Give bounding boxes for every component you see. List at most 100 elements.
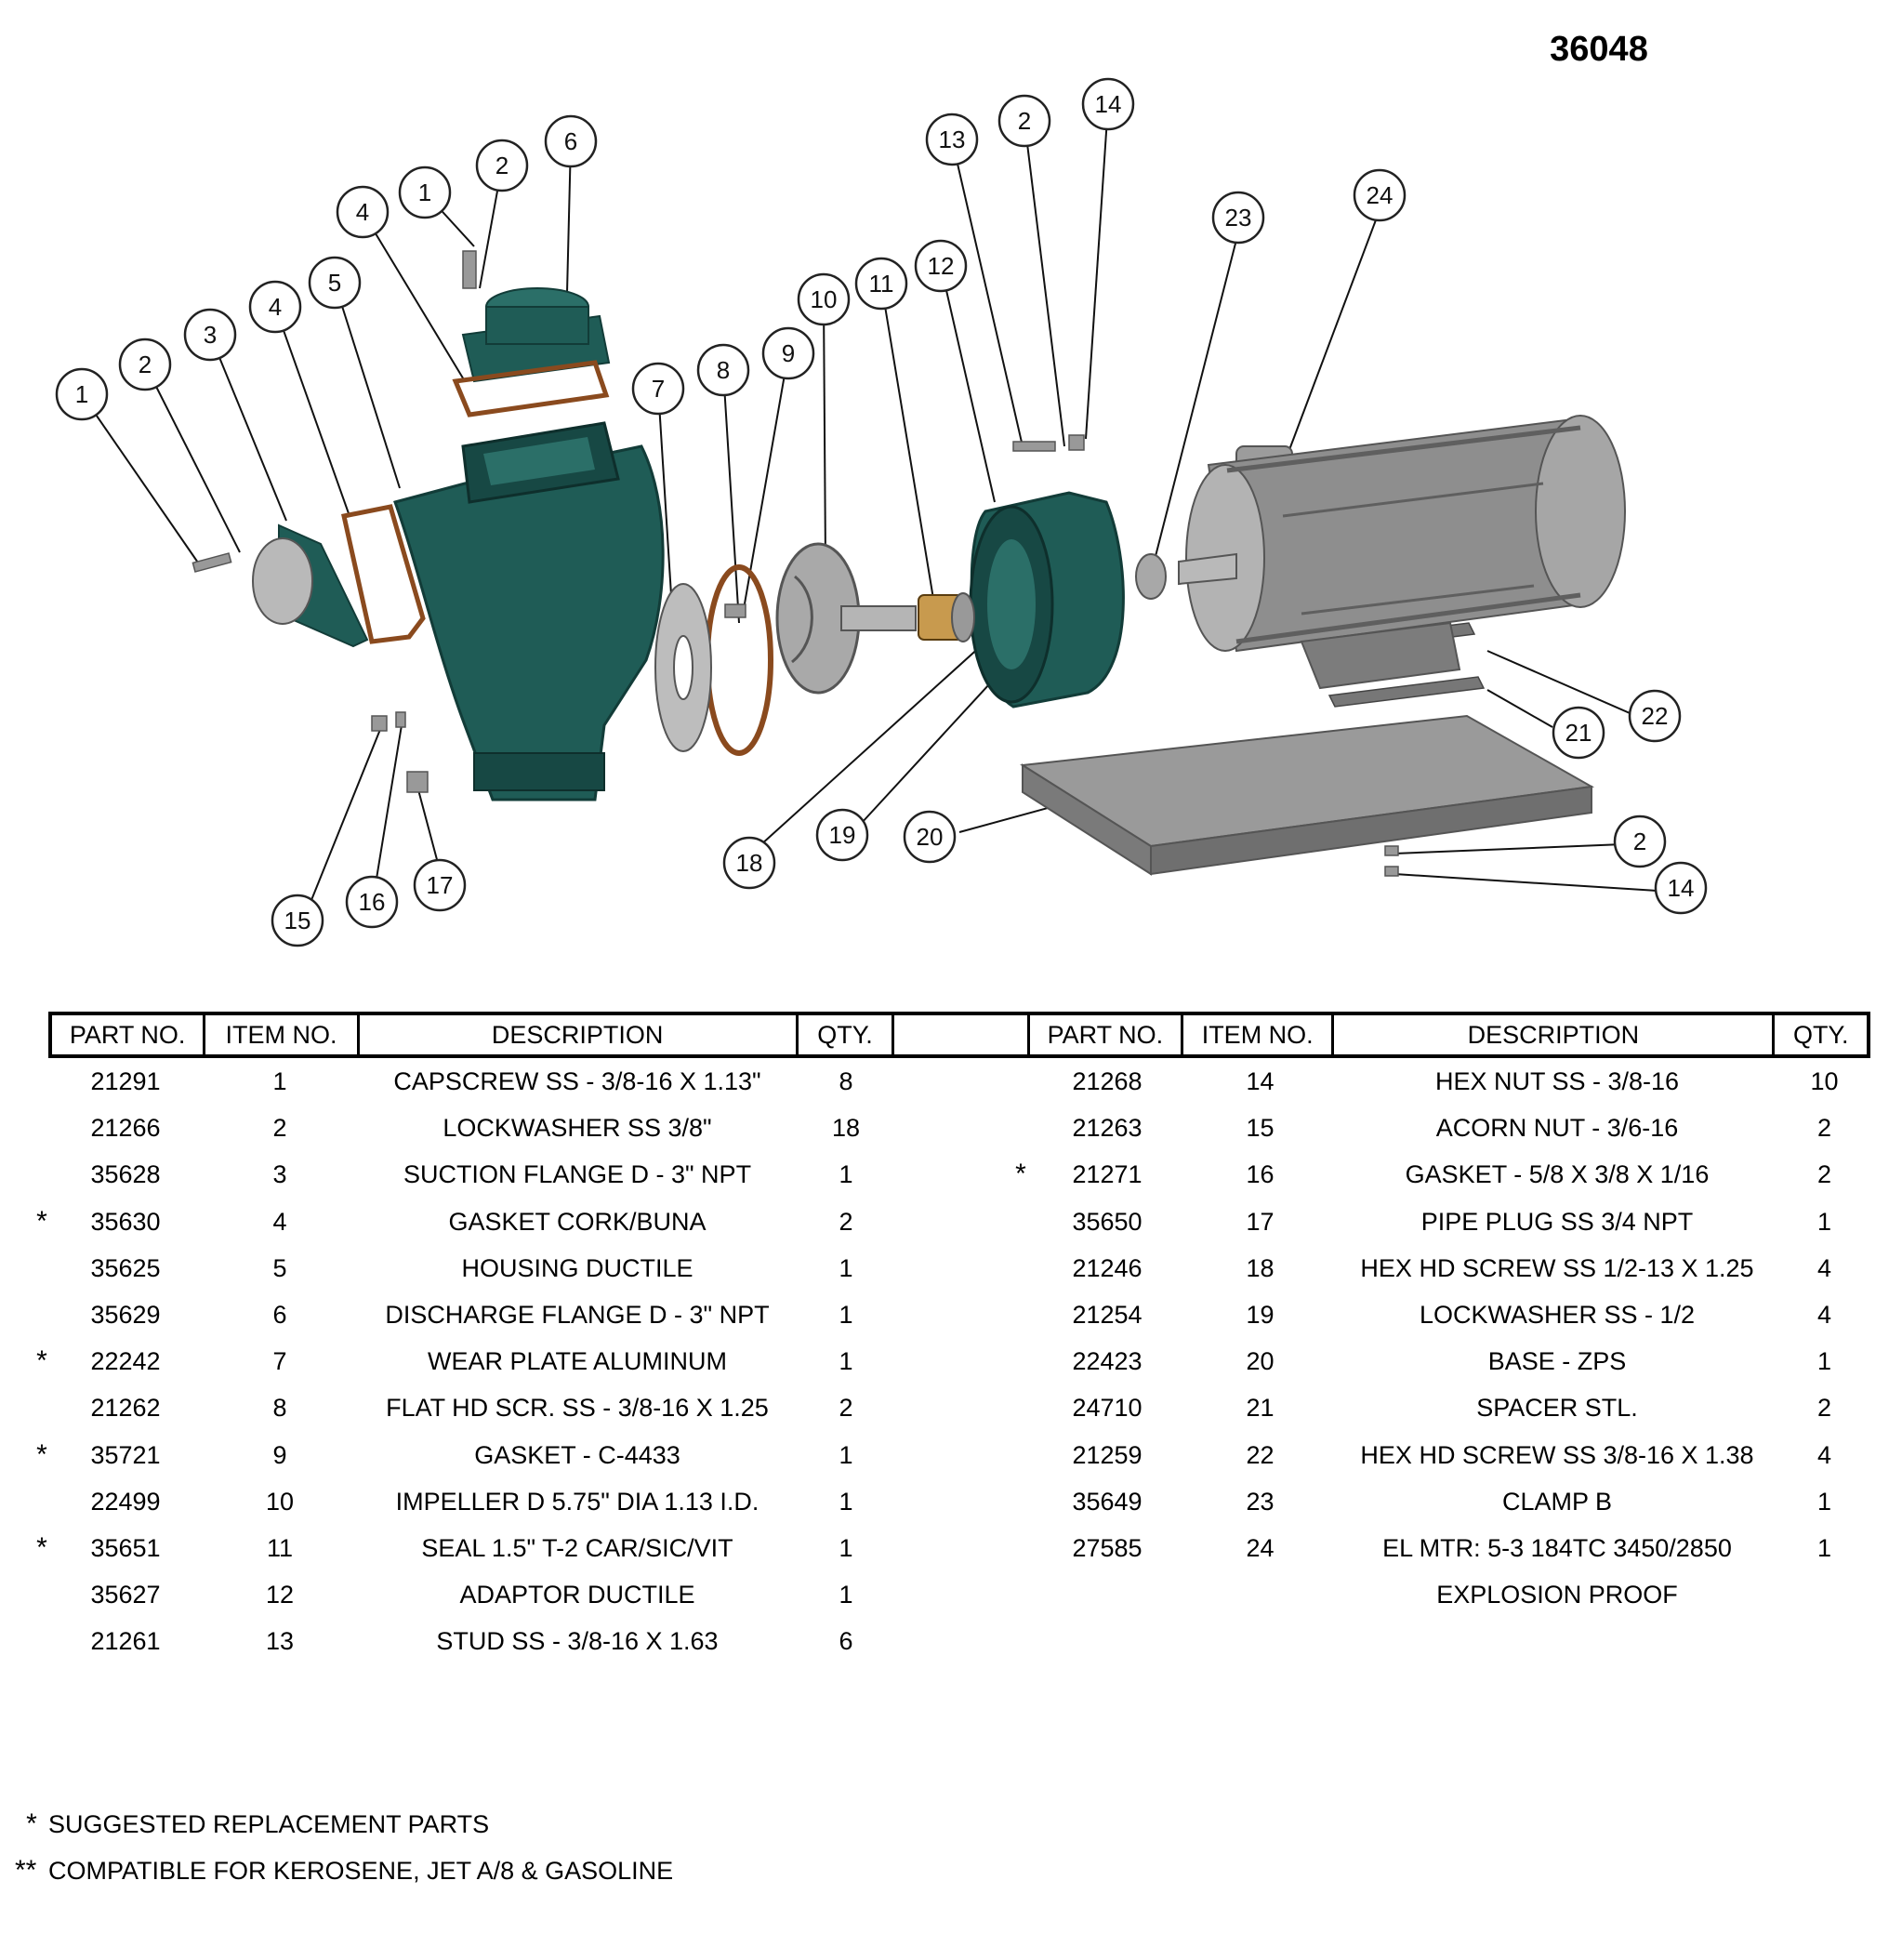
header-item-no-2: ITEM NO. [1183,1015,1335,1054]
left-cell-qty: 1 [839,1160,853,1189]
right-cell-part: 24710 [1072,1394,1143,1423]
hex-nut [1384,845,1399,856]
balloon-label: 3 [204,321,217,349]
balloon-label: 4 [356,198,369,226]
leader-line [1486,689,1553,728]
left-cell-part: 22242 [90,1347,161,1376]
left-cell-part: 35629 [90,1301,161,1329]
left-cell-item: 2 [272,1114,287,1143]
right-cell-mark: * [1015,1159,1026,1190]
balloon-label: 12 [928,252,955,280]
balloon-label: 2 [139,351,152,378]
balloon-label: 1 [418,179,431,206]
left-cell-part: 35721 [90,1440,161,1469]
balloon-label: 6 [564,127,577,155]
right-cell-qty: 2 [1816,1160,1832,1189]
left-cell-qty: 1 [839,1301,853,1329]
right-cell-item: 24 [1246,1534,1275,1562]
footnote-replacement: *SUGGESTED REPLACEMENT PARTS [26,1808,490,1839]
balloon-item-15: 15 [271,894,324,947]
left-cell-item: 10 [265,1487,295,1516]
right-cell-item: 17 [1246,1207,1275,1236]
right-cell-item: 16 [1246,1160,1275,1189]
left-cell-mark: * [36,1438,47,1470]
balloon-label: 9 [782,339,795,367]
left-cell-qty: 2 [839,1207,853,1236]
balloon-item-21: 21 [1552,706,1605,760]
leader-line [823,298,826,563]
left-cell-desc: FLAT HD SCR. SS - 3/8-16 X 1.25 [386,1394,769,1423]
right-cell-item: 14 [1246,1067,1275,1095]
leader-line [416,782,440,867]
balloon-label: 18 [736,849,763,877]
spacer [1327,676,1486,708]
leader-line [144,364,241,553]
hex-nut [1068,434,1085,451]
right-cell-part: 21268 [1072,1067,1143,1095]
balloon-label: 22 [1642,702,1669,730]
left-cell-part: 21261 [90,1627,161,1656]
left-cell-qty: 2 [839,1394,853,1423]
left-cell-qty: 1 [839,1440,853,1469]
balloon-label: 1 [75,380,88,408]
balloon-item-2c: 2 [997,94,1051,148]
parts-list-table: PART NO. ITEM NO. DESCRIPTION QTY. PART … [36,1012,1870,1655]
right-cell-qty: 1 [1816,1487,1832,1516]
left-cell-item: 5 [272,1253,287,1282]
header-spacer [894,1015,1030,1054]
right-cell-item: 15 [1246,1114,1275,1143]
gasket-c-4433 [705,564,773,756]
balloon-label: 2 [495,152,509,179]
left-cell-mark: * [36,1345,47,1377]
right-cell-part: 35650 [1072,1207,1143,1236]
leader-line [362,211,466,382]
right-cell-item: 19 [1246,1301,1275,1329]
pipe-plug [406,771,429,793]
balloon-item-17: 17 [413,858,467,912]
right-cell-part: 21263 [1072,1114,1143,1143]
right-cell-qty: 10 [1810,1067,1839,1095]
leader-line [209,334,287,522]
left-cell-item: 11 [266,1534,294,1562]
left-cell-desc: HOUSING DUCTILE [461,1253,693,1282]
leader-line [722,369,740,624]
balloon-label: 14 [1668,874,1695,902]
leader-line [376,724,403,880]
balloon-label: 10 [811,285,838,313]
right-cell-part: 21254 [1072,1301,1143,1329]
right-cell-part [1030,1571,1184,1618]
left-cell-item: 6 [272,1301,287,1329]
right-cell-desc: HEX HD SCREW SS 1/2-13 X 1.25 [1360,1253,1754,1282]
header-qty-2: QTY. [1792,1020,1849,1049]
leader-line [334,282,401,489]
header-part-no: PART NO. [52,1015,206,1054]
balloon-item-1: 1 [55,367,109,421]
clamp [1135,553,1167,600]
balloon-label: 21 [1565,719,1592,747]
leader-line [1393,873,1658,892]
leader-line [1486,650,1637,717]
flat-head-screw [724,603,746,618]
left-cell-part: 35625 [90,1253,161,1282]
balloon-item-4: 4 [248,280,302,334]
balloon-item-23: 23 [1211,191,1265,245]
left-cell-desc: SUCTION FLANGE D - 3" NPT [403,1160,752,1189]
balloon-item-2b: 2 [475,139,529,192]
balloon-label: 23 [1225,204,1252,232]
right-cell-desc: HEX NUT SS - 3/8-16 [1434,1067,1680,1095]
right-cell-qty: 4 [1816,1301,1832,1329]
discharge-flange [461,287,611,383]
right-cell-qty: 1 [1816,1534,1832,1562]
leader-line [743,352,789,610]
balloon-item-14b: 14 [1654,861,1708,915]
leader-line [1024,120,1065,447]
capscrew [462,250,477,289]
gasket-small [395,711,406,728]
balloon-label: 11 [869,270,894,298]
header-part-no-2: PART NO. [1030,1015,1184,1054]
leader-line [81,393,201,566]
right-cell-desc: PIPE PLUG SS 3/4 NPT [1420,1207,1694,1236]
gasket-cork-buna-top [452,360,610,417]
balloon-item-9: 9 [761,326,815,380]
right-cell-part: 21259 [1072,1440,1143,1469]
